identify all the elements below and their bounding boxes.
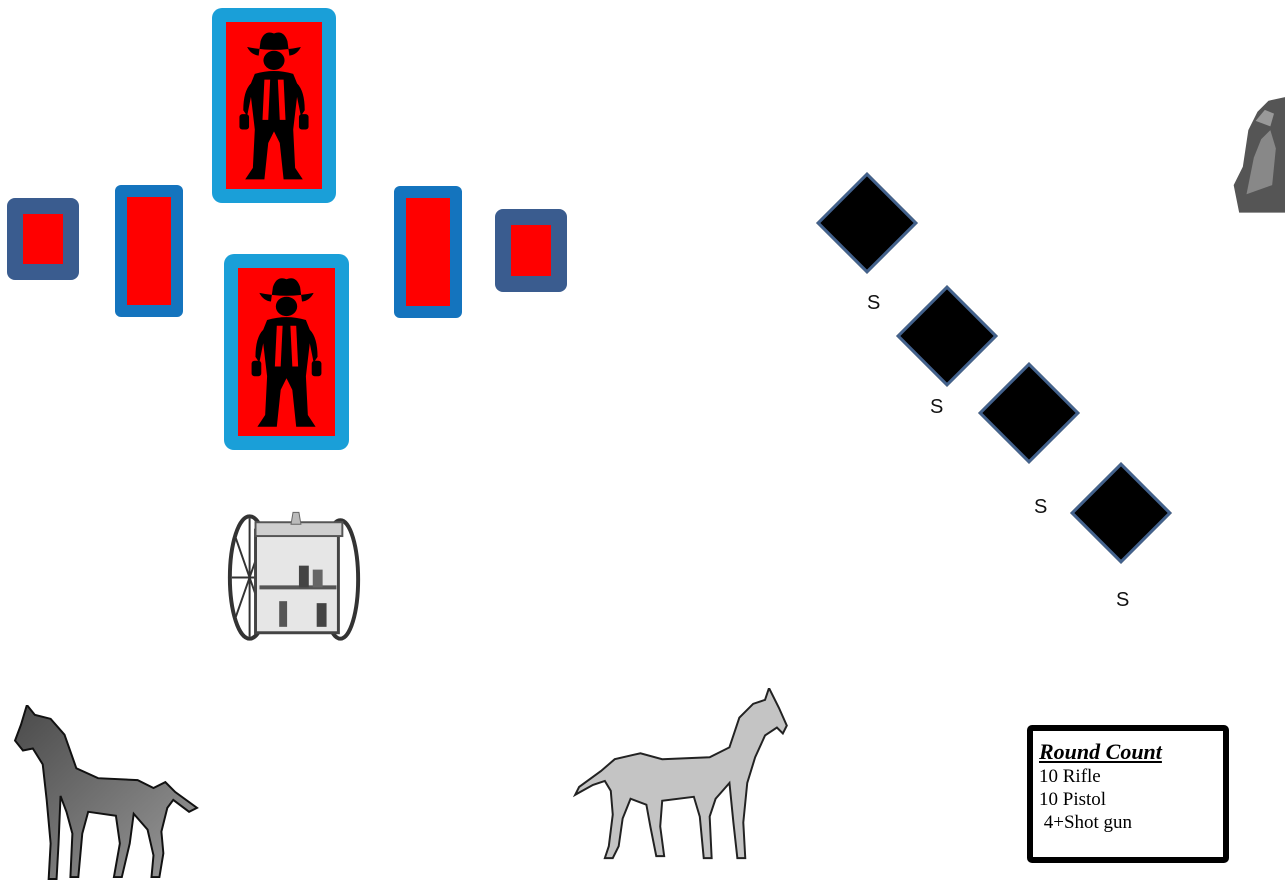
target-face xyxy=(226,22,322,189)
steel-plate-2 xyxy=(896,285,998,387)
tall-target-left xyxy=(115,185,183,317)
steel-label-4: S xyxy=(1116,589,1130,611)
target-face xyxy=(23,214,63,264)
cowboy-silhouette-icon xyxy=(251,278,322,427)
steel-label-2: S xyxy=(930,396,944,418)
horse-icon xyxy=(13,705,199,881)
target-face xyxy=(511,225,551,276)
steel-plate-1 xyxy=(816,172,918,274)
round-count-box: Round Count 10 Rifle 10 Pistol 4+Shot gu… xyxy=(1027,725,1229,863)
chuck-wagon-icon xyxy=(227,511,361,641)
round-count-rifle: 10 Rifle xyxy=(1039,766,1101,787)
cowboy-silhouette-icon xyxy=(239,32,309,180)
target-face xyxy=(406,198,450,306)
round-count-shotgun: 4+Shot gun xyxy=(1039,812,1133,833)
steel-plate-3 xyxy=(978,362,1080,464)
round-count-title: Round Count xyxy=(1039,739,1162,764)
target-face xyxy=(127,197,171,305)
horse-icon xyxy=(572,688,788,860)
rock-formation-icon xyxy=(1233,97,1285,213)
steel-plate-4 xyxy=(1070,462,1172,564)
target-face xyxy=(238,268,335,436)
small-target-left xyxy=(7,198,79,280)
small-target-right xyxy=(495,209,567,292)
cowboy-target-top xyxy=(212,8,336,203)
tall-target-right xyxy=(394,186,462,318)
cowboy-target-bottom xyxy=(224,254,349,450)
round-count-pistol: 10 Pistol xyxy=(1039,789,1107,810)
steel-label-3: S xyxy=(1034,496,1048,518)
steel-label-1: S xyxy=(867,292,881,314)
